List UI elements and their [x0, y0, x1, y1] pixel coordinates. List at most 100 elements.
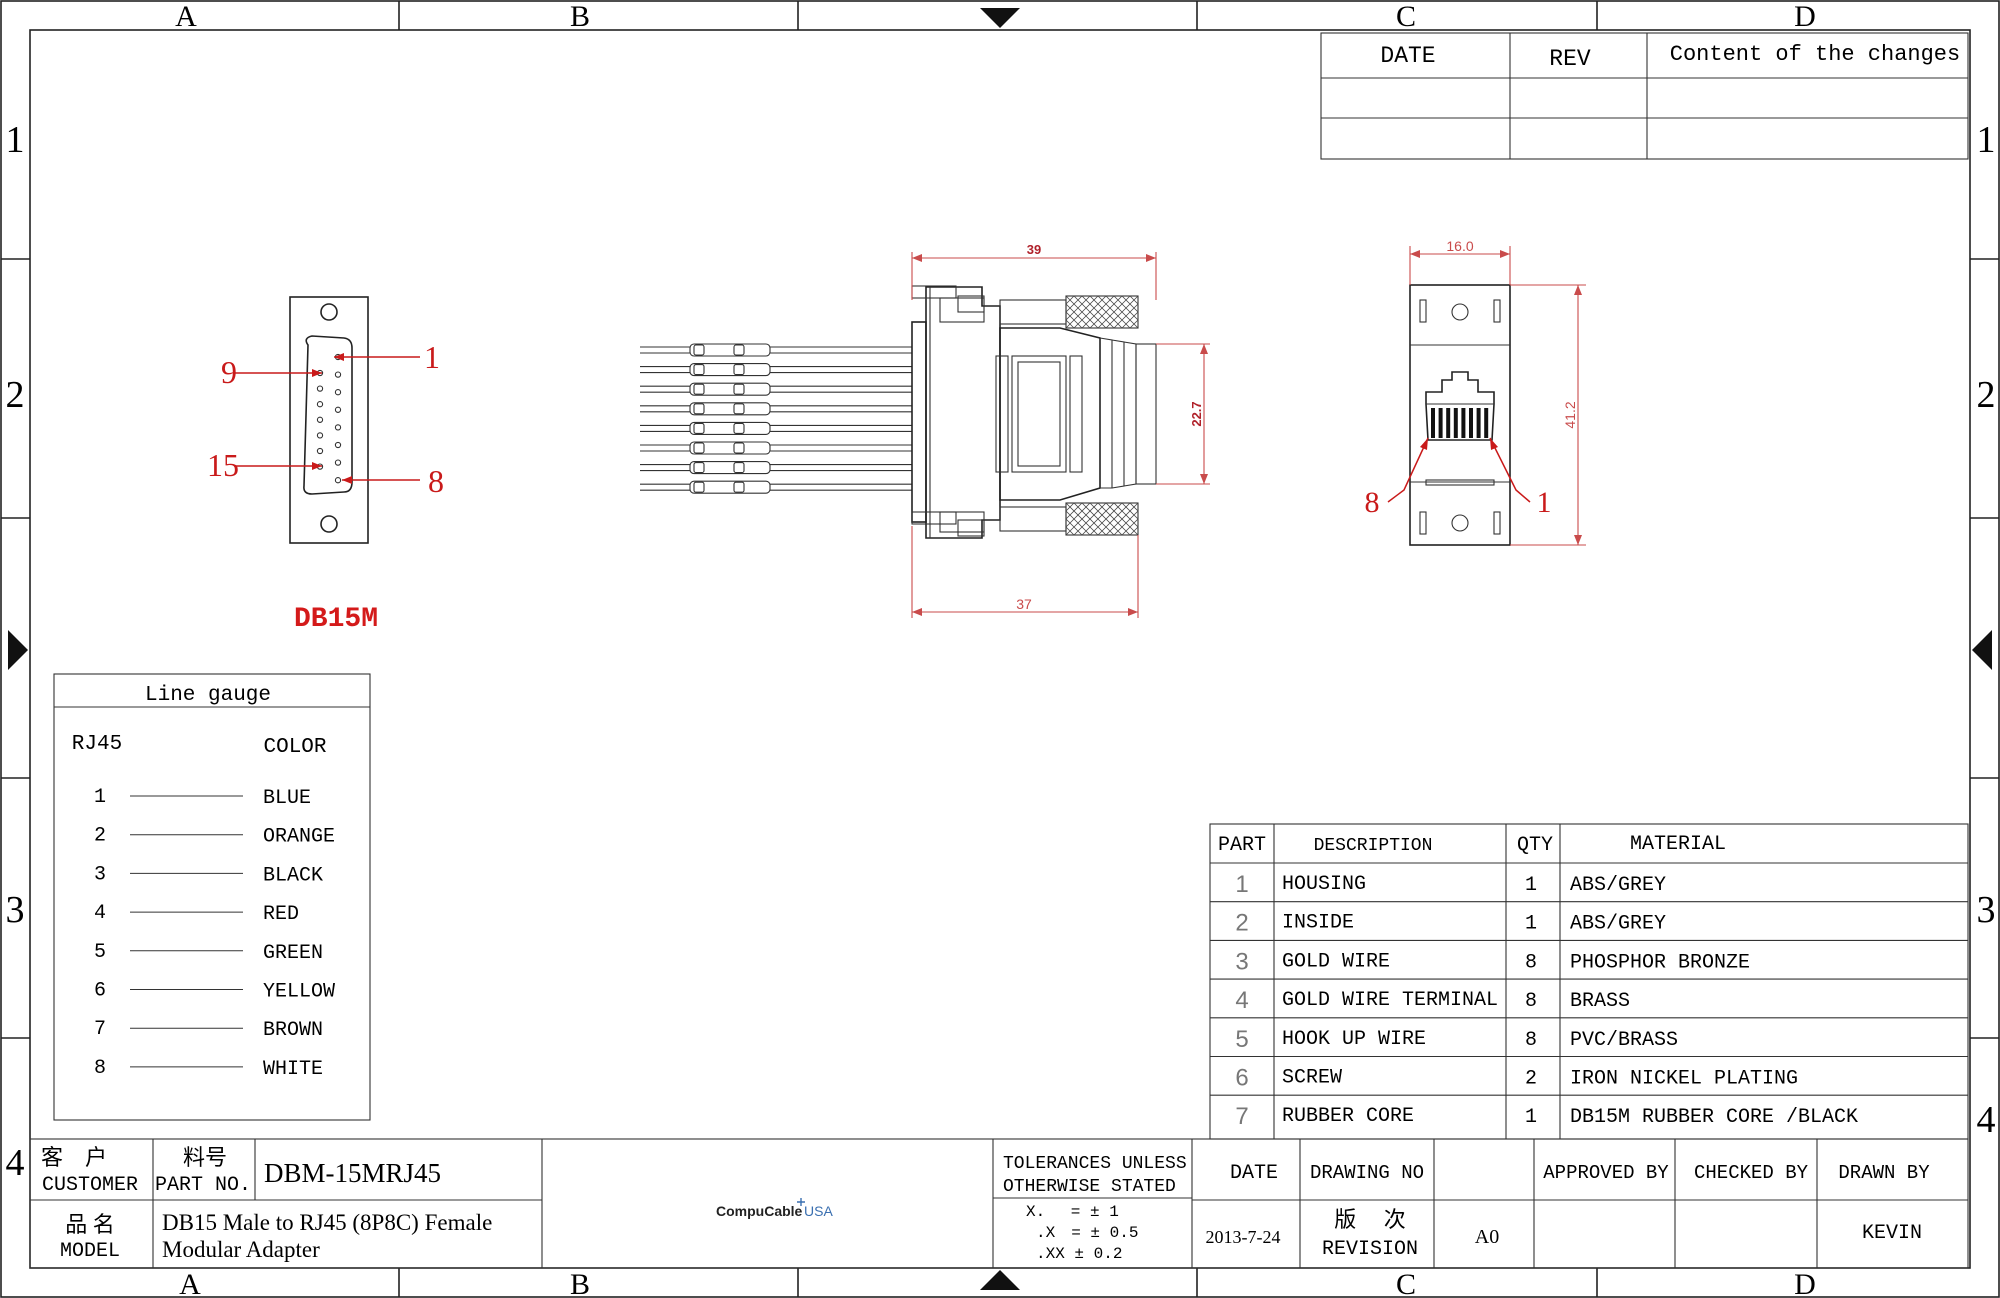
parts-row-description: HOUSING: [1282, 873, 1366, 896]
revision-header-content: Content of the changes: [1670, 42, 1960, 67]
parts-header-qty: QTY: [1517, 834, 1553, 857]
line-gauge-pin: 3: [94, 863, 106, 886]
rj45-contact: [1438, 408, 1443, 438]
line-gauge-color: GREEN: [263, 942, 323, 965]
parts-row-part: 7: [1235, 1103, 1248, 1130]
row-label-right-3: 3: [1977, 889, 1996, 931]
parts-row-description: GOLD WIRE: [1282, 950, 1390, 973]
wire-terminal: [689, 441, 771, 455]
left-center-arrow-icon: [8, 630, 28, 670]
db15-mount-hole-top: [320, 303, 338, 321]
tolerance-x2: .XX ± 0.2: [1036, 1245, 1122, 1263]
top-screw-shaft: [999, 299, 1067, 325]
parts-row-qty: 1: [1525, 913, 1537, 936]
parts-header-part: PART: [1218, 834, 1266, 857]
db15-pin-upper-row: [334, 371, 342, 378]
db15-pin-upper-row: [334, 441, 342, 449]
parts-row-material: BRASS: [1570, 990, 1630, 1013]
rj45-contact: [1461, 408, 1466, 438]
customer-cn-label: 客 户: [41, 1145, 107, 1170]
tolerance-line-2: OTHERWISE STATED: [1003, 1177, 1176, 1197]
bottom-center-arrow-icon: [980, 1270, 1020, 1290]
row-label-right-4: 4: [1977, 1099, 1996, 1141]
db15-pin-upper-row: [334, 406, 342, 413]
parts-row-material: ABS/GREY: [1570, 913, 1666, 936]
rj45-contact: [1469, 408, 1473, 438]
col-label-bottom-c: C: [1396, 1268, 1416, 1298]
line-gauge-pin: 8: [94, 1057, 106, 1080]
col-label-top-d: D: [1794, 0, 1816, 33]
parts-row-part: 3: [1235, 948, 1248, 975]
boot-ribs: [1099, 337, 1157, 489]
rj45-jack-opening: [1425, 371, 1495, 441]
dimension-width-top: 39: [1027, 242, 1041, 257]
tolerance-x1: .X = ± 0.5: [1036, 1224, 1138, 1242]
rj45-front-view: 8 1 16.0 41.2: [1365, 238, 1586, 546]
rj45-contact: [1476, 408, 1481, 438]
line-gauge-pin: 6: [94, 980, 106, 1003]
col-label-bottom-b: B: [570, 1268, 590, 1298]
parts-row-description: HOOK UP WIRE: [1282, 1028, 1426, 1051]
parts-row-part: 4: [1235, 987, 1248, 1014]
rj45-pin-label-1: 1: [1537, 486, 1552, 519]
logo-suffix-text: USA: [804, 1203, 833, 1219]
partno-cn-label: 料号: [183, 1145, 227, 1170]
dimension-rj45-height: 41.2: [1562, 401, 1578, 428]
line-gauge-pin: 4: [94, 902, 106, 925]
part-number-value: DBM-15MRJ45: [264, 1158, 441, 1188]
db15-mount-hole-bottom: [320, 515, 338, 533]
col-label-bottom-a: A: [179, 1268, 201, 1298]
logo-plug-icon: [797, 1198, 805, 1206]
row-label-right-2: 2: [1977, 374, 1996, 416]
col-label-top-a: A: [175, 0, 197, 33]
parts-row-qty: 2: [1525, 1068, 1537, 1091]
line-gauge-color: BROWN: [263, 1019, 323, 1042]
parts-row-qty: 8: [1525, 990, 1537, 1013]
adapter-shell-body: [925, 286, 1001, 539]
model-line-1: DB15 Male to RJ45 (8P8C) Female: [162, 1210, 492, 1235]
db15-pin-lower-row: [316, 416, 324, 423]
right-center-arrow-icon: [1972, 630, 1992, 670]
db15-label: DB15M: [294, 604, 378, 635]
wire-terminal: [689, 382, 771, 396]
row-label-left-4: 4: [6, 1142, 25, 1184]
line-gauge-pin: 7: [94, 1018, 106, 1041]
db15-pin-upper-row: [334, 424, 342, 431]
rj45-contacts: [1431, 408, 1489, 438]
line-gauge-title: Line gauge: [145, 684, 271, 707]
rj45-pin1-leader: [1489, 437, 1531, 503]
drawing-no-label: DRAWING NO: [1310, 1162, 1424, 1184]
bottom-screw-shaft: [999, 506, 1067, 532]
db15-pin-lower-row: [316, 447, 324, 455]
parts-row-part: 5: [1235, 1026, 1248, 1053]
centering-marks: [8, 8, 1992, 1290]
checked-by-label: CHECKED BY: [1694, 1162, 1809, 1184]
parts-row-material: PHOSPHOR BRONZE: [1570, 951, 1750, 974]
parts-row-description: INSIDE: [1282, 912, 1354, 935]
wire-terminal: [689, 402, 771, 416]
db15-pin-lower-row: [316, 401, 324, 408]
line-gauge-color: YELLOW: [263, 981, 335, 1004]
model-line-2: Modular Adapter: [162, 1237, 320, 1262]
parts-row-part: 1: [1235, 871, 1248, 898]
wire-terminal: [689, 461, 771, 475]
top-center-arrow-icon: [980, 8, 1020, 28]
rj45-pin-label-8: 8: [1365, 486, 1380, 519]
db15-pin-label-15: 15: [207, 447, 239, 483]
tolerance-x: X. = ± 1: [1026, 1203, 1119, 1221]
wire-terminal: [689, 363, 771, 377]
line-gauge-row: 7 BROWN: [94, 1018, 323, 1042]
col-label-top-c: C: [1396, 0, 1416, 33]
parts-row-qty: 8: [1525, 1029, 1537, 1052]
